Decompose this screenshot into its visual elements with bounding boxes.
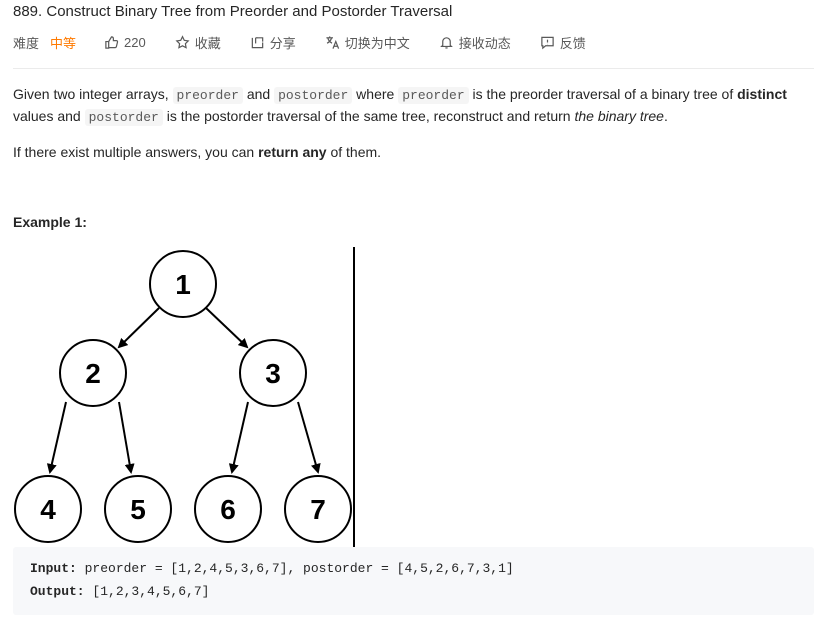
desc-text: and: [242, 86, 275, 102]
toolbar-divider: [13, 68, 814, 69]
example-output-line: Output: [1,2,3,4,5,6,7]: [30, 584, 209, 599]
like-count: 220: [124, 34, 146, 50]
tree-edge: [118, 401, 135, 474]
output-value: [1,2,3,4,5,6,7]: [84, 584, 210, 599]
desc-text: of them.: [326, 144, 382, 160]
translate-icon: [326, 35, 339, 49]
tree-edge: [297, 401, 321, 474]
notify-button[interactable]: 接收动态: [439, 33, 511, 52]
notify-label: 接收动态: [458, 35, 511, 51]
tree-node: 1: [149, 250, 217, 318]
desc-text: is the postorder traversal of the same t…: [162, 108, 575, 124]
feedback-label: 反馈: [559, 35, 586, 51]
tree-edge: [228, 401, 249, 474]
problem-toolbar: 难度 中等 220 收藏 分享 切换为中文 接收动态: [13, 32, 586, 52]
difficulty-label: 难度: [13, 35, 40, 51]
tree-node-label: 1: [175, 269, 191, 300]
description-paragraph-2: If there exist multiple answers, you can…: [13, 142, 808, 163]
share-icon: [251, 36, 264, 48]
desc-text: where: [352, 86, 399, 102]
input-value: preorder = [1,2,4,5,3,6,7], postorder = …: [76, 561, 514, 576]
desc-bold-distinct: distinct: [737, 86, 787, 102]
tree-node: 7: [284, 475, 352, 543]
tree-node: 4: [14, 475, 82, 543]
desc-text: Given two integer arrays,: [13, 86, 173, 102]
tree-edge: [117, 307, 160, 349]
tree-node-label: 5: [130, 494, 146, 525]
share-label: 分享: [269, 35, 296, 51]
thumbs-up-icon: [105, 35, 119, 49]
star-icon: [175, 34, 190, 49]
feedback-button[interactable]: 反馈: [540, 33, 586, 52]
translate-button[interactable]: 切换为中文: [325, 33, 410, 52]
tree-node-label: 2: [85, 358, 101, 389]
tree-node-label: 4: [40, 494, 56, 525]
inline-code-preorder: preorder: [172, 87, 243, 104]
tree-node: 6: [194, 475, 262, 543]
favorite-button[interactable]: 收藏: [175, 33, 221, 52]
tree-edge: [205, 307, 249, 349]
translate-label: 切换为中文: [344, 35, 410, 51]
problem-title: 889. Construct Binary Tree from Preorder…: [13, 3, 453, 20]
desc-text: .: [663, 108, 668, 124]
tree-node: 5: [104, 475, 172, 543]
desc-text: values and: [13, 108, 85, 124]
tree-node-label: 7: [310, 494, 326, 525]
tree-edge: [46, 401, 67, 474]
favorite-label: 收藏: [194, 35, 221, 51]
inline-code-postorder: postorder: [84, 109, 163, 126]
description-paragraph-1: Given two integer arrays, preorder and p…: [13, 84, 808, 128]
output-label: Output:: [30, 584, 85, 599]
inline-code-postorder: postorder: [274, 87, 353, 104]
bell-icon: [439, 36, 453, 49]
tree-node-label: 3: [265, 358, 281, 389]
tree-node: 3: [239, 339, 307, 407]
desc-text: is the preorder traversal of a binary tr…: [468, 86, 738, 102]
like-button[interactable]: 220: [104, 35, 146, 50]
example-input-line: Input: preorder = [1,2,4,5,3,6,7], posto…: [30, 561, 514, 576]
desc-text: If there exist multiple answers, you can: [13, 144, 259, 160]
tree-node-label: 6: [220, 494, 236, 525]
input-label: Input:: [30, 561, 77, 576]
difficulty-value: 中等: [50, 35, 77, 51]
example-tree-image: 1 2 3 4 5 6 7: [14, 247, 355, 548]
feedback-icon: [541, 36, 554, 49]
example-title: Example 1:: [13, 214, 87, 230]
desc-italic: the binary tree: [574, 108, 664, 124]
desc-bold-return-any: return any: [258, 144, 327, 160]
example-code-block: Input: preorder = [1,2,4,5,3,6,7], posto…: [13, 547, 814, 615]
share-button[interactable]: 分享: [250, 33, 296, 52]
inline-code-preorder: preorder: [398, 87, 469, 104]
tree-node: 2: [59, 339, 127, 407]
